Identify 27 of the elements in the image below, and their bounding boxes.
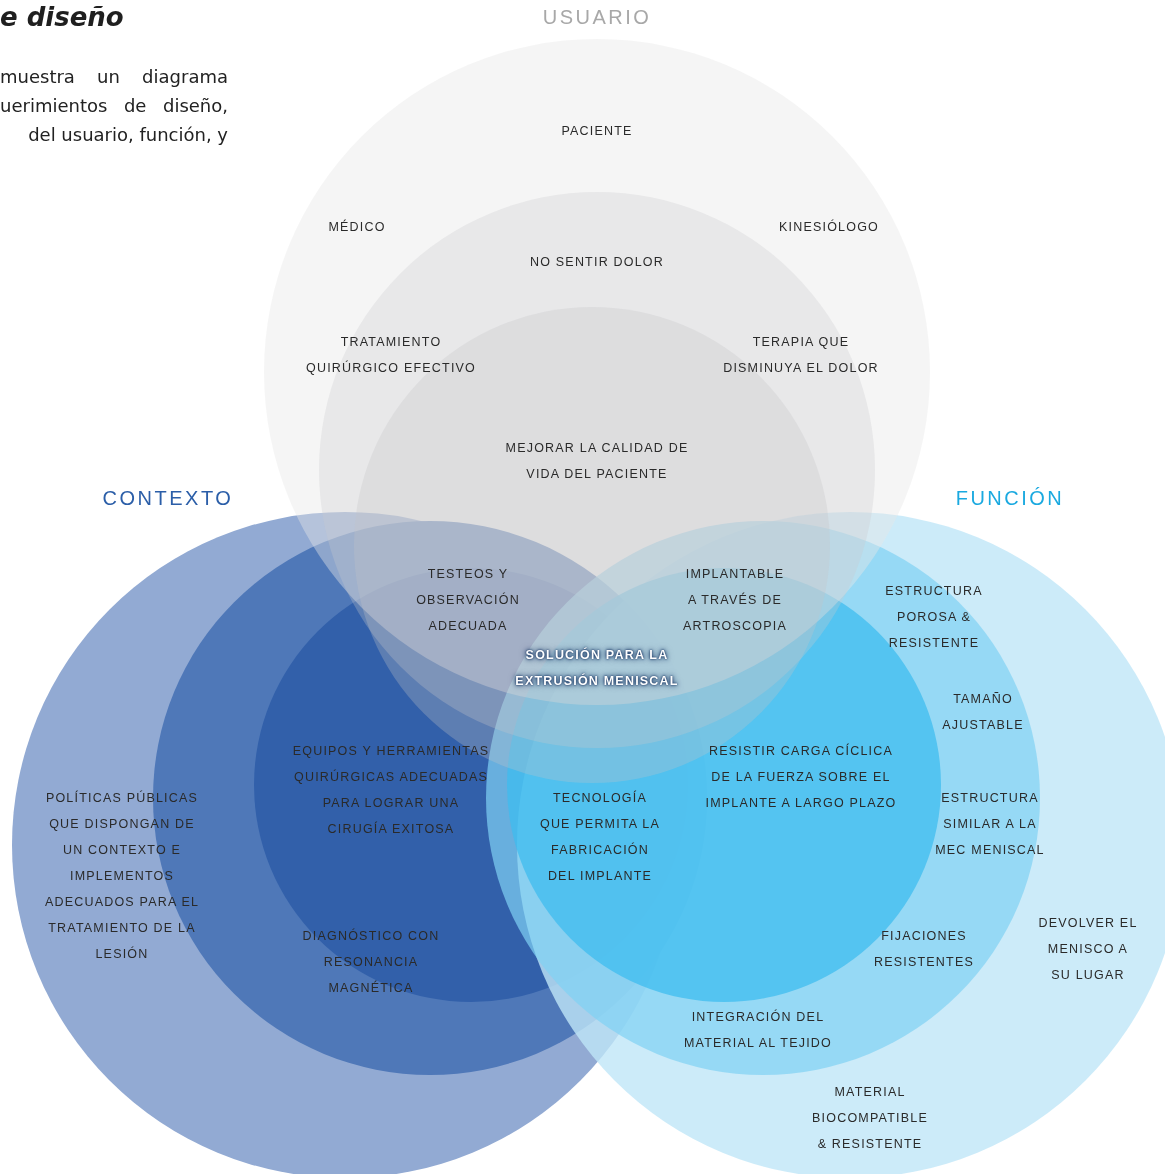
requirement-label: MÉDICO	[327, 218, 387, 236]
circle-heading: CONTEXTO	[102, 487, 234, 510]
center-label: SOLUCIÓN PARA LA EXTRUSIÓN MENISCAL	[514, 646, 680, 690]
heading: e diseño	[0, 2, 124, 32]
requirement-label: DEVOLVER EL MENISCO A SU LUGAR	[1037, 915, 1139, 984]
requirement-label: KINESIÓLOGO	[778, 218, 880, 236]
requirement-label: RESISTIR CARGA CÍCLICA DE LA FUERZA SOBRE EL IMPLANTE A LARGO PLAZO	[704, 742, 898, 812]
requirement-label: ESTRUCTURA SIMILAR A LA MEC MENISCAL	[934, 790, 1046, 859]
requirement-label: DIAGNÓSTICO CON RESONANCIA MAGNÉTICA	[301, 927, 441, 997]
requirement-label: IMPLANTABLE A TRAVÉS DE ARTROSCOPIA	[682, 566, 788, 635]
requirement-label: PACIENTE	[560, 123, 634, 140]
requirement-label: TAMAÑO AJUSTABLE	[941, 691, 1025, 734]
requirement-label: POLÍTICAS PÚBLICAS QUE DISPONGAN DE UN CONTEXTO E IMPLEMENTOS ADECUADOS PARA EL TRATAMIENTO DE LA LESIÓN	[43, 789, 201, 963]
requirement-label: TERAPIA QUE DISMINUYA EL DOLOR	[722, 334, 880, 377]
requirement-label: TESTEOS Y OBSERVACIÓN ADECUADA	[415, 566, 521, 635]
requirement-label: MATERIAL BIOCOMPATIBLE & RESISTENTE	[811, 1084, 929, 1153]
circle-heading: FUNCIÓN	[955, 487, 1065, 510]
requirement-label: FIJACIONES RESISTENTES	[873, 928, 975, 971]
requirement-label: TECNOLOGÍA QUE PERMITA LA FABRICACIÓN DEL IMPLANTE	[538, 789, 662, 885]
requirement-label: NO SENTIR DOLOR	[529, 254, 665, 271]
requirement-label: MEJORAR LA CALIDAD DE VIDA DEL PACIENTE	[504, 440, 690, 483]
requirement-label: TRATAMIENTO QUIRÚRGICO EFECTIVO	[305, 334, 477, 377]
requirement-label: EQUIPOS Y HERRAMIENTAS QUIRÚRGICAS ADECUADAS PARA LOGRAR UNA CIRUGÍA EXITOSA	[292, 743, 490, 838]
requirement-label: ESTRUCTURA POROSA & RESISTENTE	[884, 583, 984, 652]
requirement-label: INTEGRACIÓN DEL MATERIAL AL TEJIDO	[683, 1008, 833, 1052]
intro-paragraph: muestra un diagrama uerimientos de diseño, del usuario, función, y	[0, 65, 228, 147]
circle-heading: USUARIO	[542, 6, 652, 29]
